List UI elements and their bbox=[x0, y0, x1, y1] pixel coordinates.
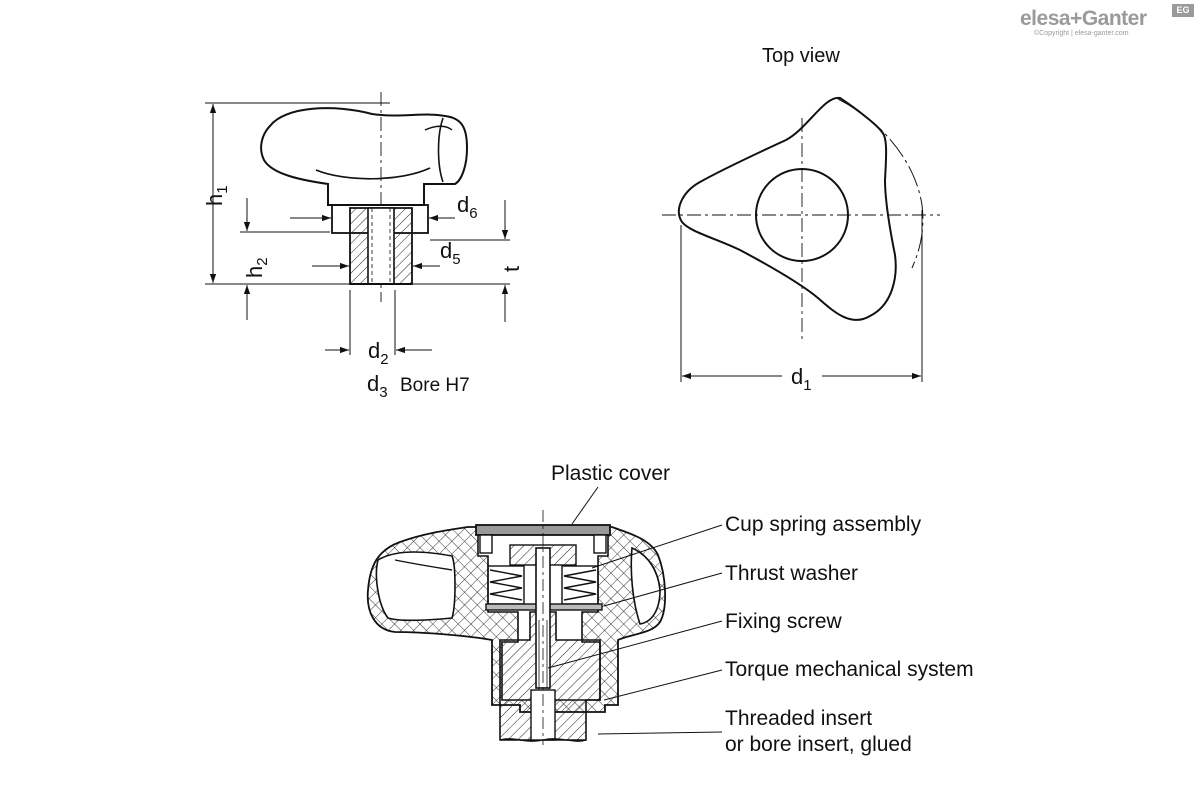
knob-underside bbox=[315, 167, 431, 180]
callout-insert-line1: Threaded insert bbox=[725, 707, 872, 730]
knob-lobe-line bbox=[437, 117, 444, 183]
side-view bbox=[260, 92, 469, 302]
side-labels: h1 h2 d6 d5 t d2 d3 Bore H7 bbox=[202, 185, 524, 401]
label-h2: h2 bbox=[242, 257, 271, 278]
brand-wordmark: elesa+Ganter bbox=[1020, 7, 1147, 30]
leader-cup-spring bbox=[591, 524, 723, 569]
leader-plastic-cover bbox=[571, 486, 599, 525]
callout-plastic-cover: Plastic cover bbox=[551, 462, 670, 485]
label-t: t bbox=[499, 266, 524, 272]
leader-lines bbox=[547, 486, 723, 735]
label-d3: d3 bbox=[367, 371, 388, 401]
swept-circle-arc bbox=[837, 98, 924, 269]
break-line bbox=[499, 738, 587, 742]
trilobe-outline bbox=[677, 96, 897, 321]
leader-thrust-washer bbox=[603, 572, 723, 607]
center-bore-circle bbox=[755, 168, 849, 262]
callout-thrust-washer: Thrust washer bbox=[725, 562, 858, 585]
side-dimensions bbox=[205, 102, 510, 355]
knob-lobe-line-2 bbox=[424, 125, 453, 131]
label-d2: d2 bbox=[368, 338, 389, 368]
cover-tab-right bbox=[593, 534, 607, 554]
leader-insert bbox=[597, 731, 723, 735]
callout-cup-spring: Cup spring assembly bbox=[725, 513, 922, 536]
label-h1: h1 bbox=[202, 185, 231, 206]
wing-inner-left bbox=[394, 559, 453, 571]
label-d5: d5 bbox=[440, 238, 461, 268]
top-view bbox=[662, 96, 940, 382]
callouts: Plastic cover Cup spring assembly Thrust… bbox=[551, 462, 974, 756]
copyright-text: ©Copyright | elesa-ganter.com bbox=[1034, 30, 1129, 37]
label-bore: Bore H7 bbox=[400, 375, 470, 396]
top-view-title: Top view bbox=[762, 45, 840, 67]
wing-cavity-right bbox=[630, 546, 661, 625]
section-view bbox=[366, 510, 666, 745]
eg-badge: EG bbox=[1172, 4, 1194, 17]
leader-fixing-screw bbox=[547, 620, 723, 669]
knob-head-outline bbox=[260, 107, 469, 206]
callout-fixing-screw: Fixing screw bbox=[725, 610, 843, 633]
callout-insert-line2: or bore insert, glued bbox=[725, 733, 912, 756]
label-d1: d1 bbox=[791, 364, 812, 394]
label-d6: d6 bbox=[457, 192, 478, 222]
callout-torque-system: Torque mechanical system bbox=[725, 658, 974, 681]
brand-logo: elesa+Ganter ©Copyright | elesa-ganter.c… bbox=[1020, 4, 1195, 48]
leader-torque-system bbox=[603, 669, 723, 701]
wing-cavity-left bbox=[375, 551, 456, 622]
cover-tab-left bbox=[479, 534, 493, 554]
